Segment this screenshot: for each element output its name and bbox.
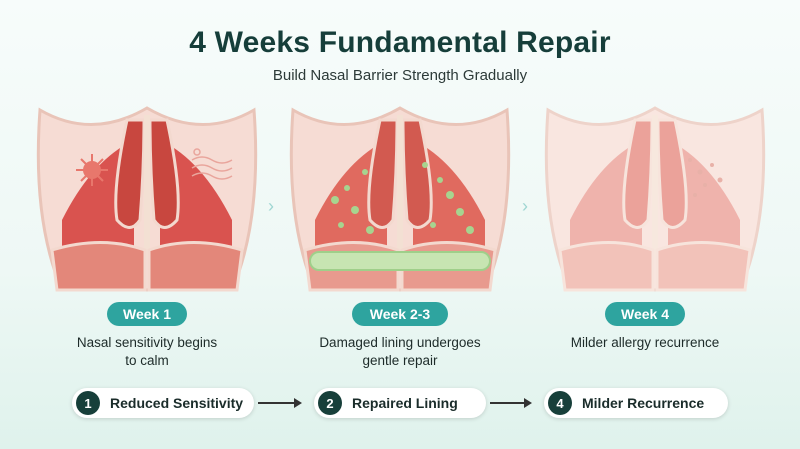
page-title: 4 Weeks Fundamental Repair bbox=[189, 26, 611, 59]
step-number: 4 bbox=[548, 391, 572, 415]
page-subtitle: Build Nasal Barrier Strength Gradually bbox=[272, 67, 528, 84]
week-1-description: Nasal sensitivity begins to calm bbox=[76, 335, 218, 368]
nasal-illustration-week-2-3 bbox=[275, 100, 525, 300]
step-label: Milder Recurrence bbox=[582, 395, 705, 411]
nasal-illustration-week-4 bbox=[530, 100, 780, 300]
week-4-description: Milder allergy recurrence bbox=[570, 335, 720, 350]
week-4-badge: Week 4 bbox=[605, 302, 685, 326]
chevron-right-icon: › bbox=[522, 196, 528, 216]
step-repaired-lining: 2 Repaired Lining bbox=[314, 388, 486, 418]
chevron-right-icon: › bbox=[268, 196, 274, 216]
step-label: Repaired Lining bbox=[352, 395, 458, 411]
virus-icon bbox=[76, 154, 108, 186]
step-number: 2 bbox=[318, 391, 342, 415]
week-1-badge: Week 1 bbox=[107, 302, 187, 326]
week-2-3-description: Damaged lining undergoes gentle repair bbox=[319, 335, 481, 368]
arrow-right-icon bbox=[258, 398, 302, 408]
step-reduced-sensitivity: 1 Reduced Sensitivity bbox=[72, 388, 254, 418]
step-number: 1 bbox=[76, 391, 100, 415]
irritant-waves-icon bbox=[191, 148, 233, 180]
week-2-3-badge: Week 2-3 bbox=[352, 302, 448, 326]
arrow-right-icon bbox=[490, 398, 532, 408]
step-label: Reduced Sensitivity bbox=[110, 395, 244, 411]
step-milder-recurrence: 4 Milder Recurrence bbox=[544, 388, 728, 418]
nasal-illustration-week-1 bbox=[22, 100, 272, 300]
